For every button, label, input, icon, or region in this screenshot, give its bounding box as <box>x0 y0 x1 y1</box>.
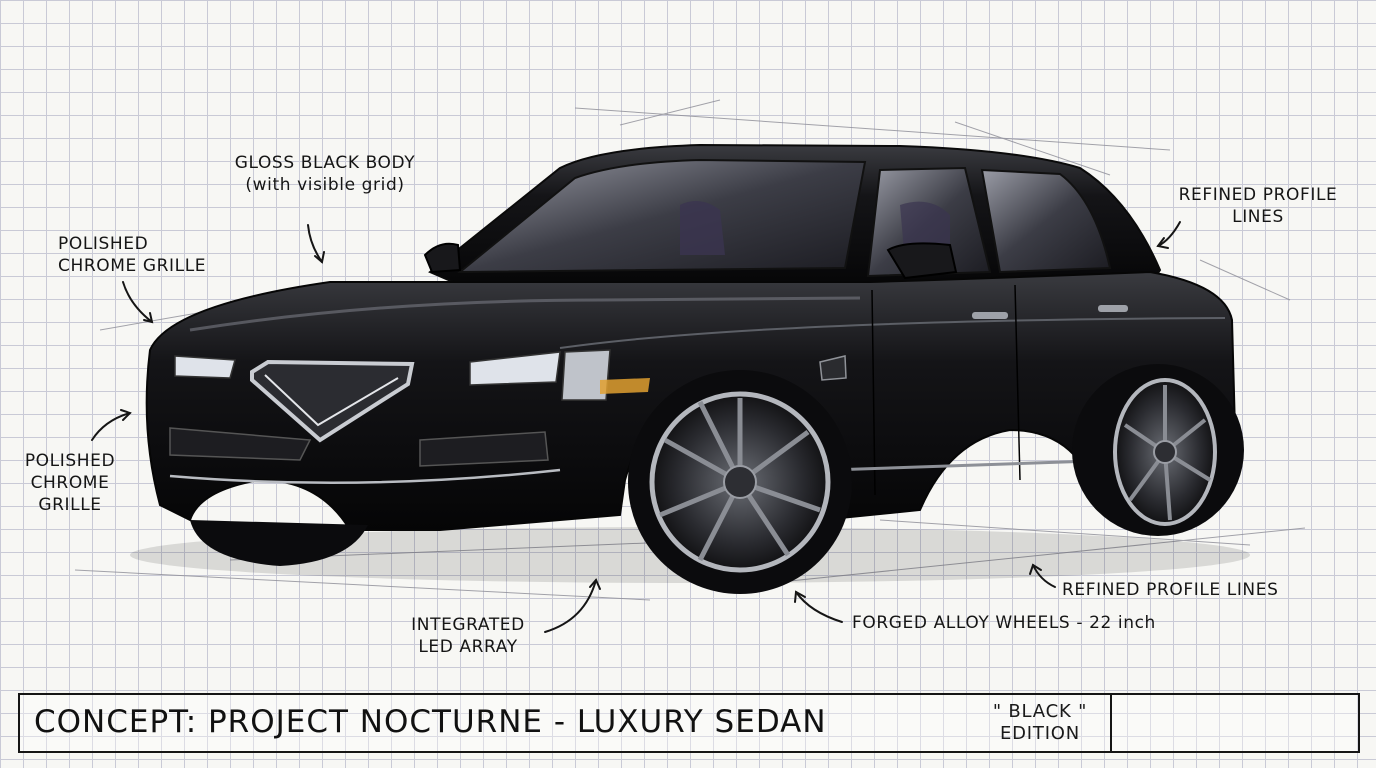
annotation-refined-profile-top: REFINED PROFILE LINES <box>1178 185 1338 227</box>
annotation-led-array: INTEGRATED LED ARRAY <box>411 615 525 657</box>
annotation-forged-wheels: FORGED ALLOY WHEELS - 22 inch <box>852 613 1156 633</box>
edition-label: " BLACK " EDITION <box>992 701 1088 744</box>
annotation-gloss-black-body: GLOSS BLACK BODY (with visible grid) <box>234 153 416 195</box>
annotation-chrome-grille-top: POLISHED CHROME GRILLE <box>58 234 207 276</box>
title-block: CONCEPT: PROJECT NOCTURNE - LUXURY SEDAN… <box>18 693 1360 753</box>
concept-title: CONCEPT: PROJECT NOCTURNE - LUXURY SEDAN <box>34 704 827 740</box>
title-block-divider <box>1110 695 1112 751</box>
annotation-refined-profile-bottom: REFINED PROFILE LINES <box>1062 580 1279 600</box>
annotation-chrome-grille-left: POLISHED CHROME GRILLE <box>24 451 116 515</box>
